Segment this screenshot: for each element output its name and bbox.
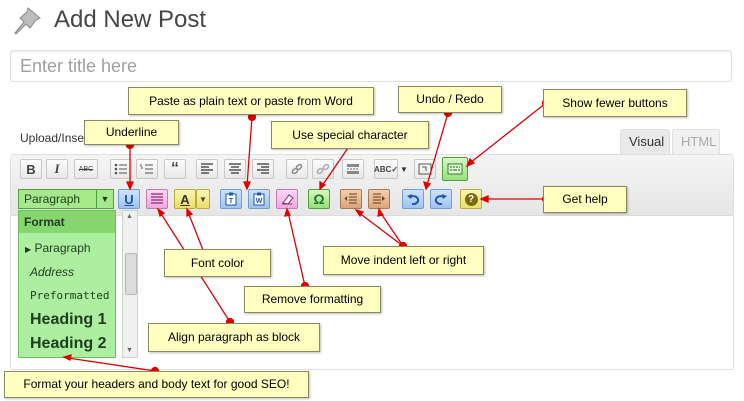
kitchen-sink-icon: [447, 163, 463, 175]
page-title: Add New Post: [54, 6, 207, 33]
paste-word-icon: W: [253, 192, 265, 206]
paste-from-word-button[interactable]: W: [248, 189, 270, 209]
font-color-button[interactable]: A: [174, 189, 196, 209]
unordered-list-button[interactable]: [110, 159, 132, 179]
justify-button[interactable]: [146, 189, 168, 209]
callout-seo: Format your headers and body text for go…: [4, 371, 309, 398]
redo-button[interactable]: [430, 189, 452, 209]
chevron-down-icon: ▼: [199, 194, 207, 204]
underline-button[interactable]: U: [118, 189, 140, 209]
align-right-button[interactable]: [252, 159, 274, 179]
spellcheck-dropdown-arrow[interactable]: ▼: [400, 165, 408, 174]
align-right-icon: [257, 163, 269, 174]
callout-underline: Underline: [84, 120, 179, 145]
callout-undo-redo: Undo / Redo: [398, 86, 502, 113]
callout-remove-formatting: Remove formatting: [244, 286, 381, 313]
blockquote-button[interactable]: “: [164, 159, 186, 179]
format-menu-header: Format: [19, 211, 115, 233]
kitchen-sink-button[interactable]: [442, 157, 468, 181]
remove-formatting-button[interactable]: [276, 189, 298, 209]
numbered-list-icon: [140, 164, 153, 174]
tab-visual[interactable]: Visual: [620, 129, 670, 154]
scroll-up-icon[interactable]: ▲: [126, 213, 133, 220]
italic-button[interactable]: I: [46, 159, 68, 179]
redo-icon: [434, 194, 447, 205]
bold-button[interactable]: B: [20, 159, 42, 179]
paste-as-text-button[interactable]: T: [220, 189, 242, 209]
format-option-paragraph[interactable]: ▶ Paragraph: [25, 241, 91, 255]
format-dropdown-menu: Format ▶ Paragraph Address Preformatted …: [18, 210, 116, 358]
format-option-address[interactable]: Address: [30, 265, 75, 279]
outdent-button[interactable]: [340, 189, 362, 209]
pushpin-icon: [14, 7, 41, 35]
insert-more-button[interactable]: [342, 159, 364, 179]
tab-html[interactable]: HTML: [672, 129, 720, 154]
format-option-label: Paragraph: [34, 241, 91, 255]
callout-show-fewer: Show fewer buttons: [543, 89, 687, 117]
special-character-button[interactable]: Ω: [308, 189, 330, 209]
strikethrough-button[interactable]: ABC: [74, 159, 98, 179]
help-icon: ?: [464, 192, 478, 206]
callout-paste: Paste as plain text or paste from Word: [128, 87, 374, 115]
align-justify-icon: [151, 193, 163, 204]
svg-text:T: T: [229, 198, 234, 205]
format-select[interactable]: Paragraph ▼: [18, 189, 114, 209]
format-option-heading-1[interactable]: Heading 1: [30, 311, 107, 328]
bullet-list-icon: [114, 163, 127, 175]
format-option-heading-2[interactable]: Heading 2: [30, 335, 107, 352]
outdent-icon: [344, 193, 357, 204]
scroll-down-icon[interactable]: ▼: [126, 347, 133, 354]
format-select-value: Paragraph: [24, 192, 81, 206]
help-button[interactable]: ?: [460, 189, 482, 209]
font-color-dropdown[interactable]: ▼: [196, 189, 210, 209]
scroll-thumb[interactable]: [125, 253, 137, 295]
quote-icon: “: [171, 160, 179, 177]
spellcheck-button[interactable]: ABC✓: [374, 159, 398, 179]
ordered-list-button[interactable]: [136, 159, 158, 179]
align-center-icon: [229, 163, 241, 174]
align-center-button[interactable]: [224, 159, 246, 179]
align-left-button[interactable]: [196, 159, 218, 179]
link-icon: [291, 163, 303, 175]
title-placeholder: Enter title here: [20, 56, 138, 76]
format-option-preformatted[interactable]: Preformatted: [30, 289, 110, 302]
chevron-down-icon: ▼: [96, 190, 113, 208]
callout-get-help: Get help: [543, 186, 627, 213]
unlink-icon: [316, 163, 330, 175]
callout-move-indent: Move indent left or right: [323, 246, 484, 275]
format-menu-scrollbar[interactable]: ▲ ▼: [122, 210, 138, 358]
upload-insert-label[interactable]: Upload/Insert: [20, 131, 86, 145]
undo-button[interactable]: [402, 189, 424, 209]
svg-text:W: W: [256, 198, 263, 205]
spellcheck-icon: ABC✓: [373, 164, 399, 174]
eraser-icon: [282, 194, 294, 205]
unlink-button[interactable]: [312, 159, 334, 179]
callout-align-block: Align paragraph as block: [148, 323, 320, 352]
undo-icon: [407, 194, 420, 205]
align-left-icon: [201, 163, 213, 174]
post-title-input[interactable]: Enter title here: [10, 50, 732, 82]
insert-link-button[interactable]: [286, 159, 308, 179]
selected-indicator-icon: ▶: [25, 245, 32, 254]
indent-icon: [373, 193, 385, 204]
more-tag-icon: [347, 164, 359, 174]
callout-font-color: Font color: [164, 249, 271, 277]
callout-special-char: Use special character: [271, 121, 429, 149]
paste-text-icon: T: [225, 192, 237, 206]
